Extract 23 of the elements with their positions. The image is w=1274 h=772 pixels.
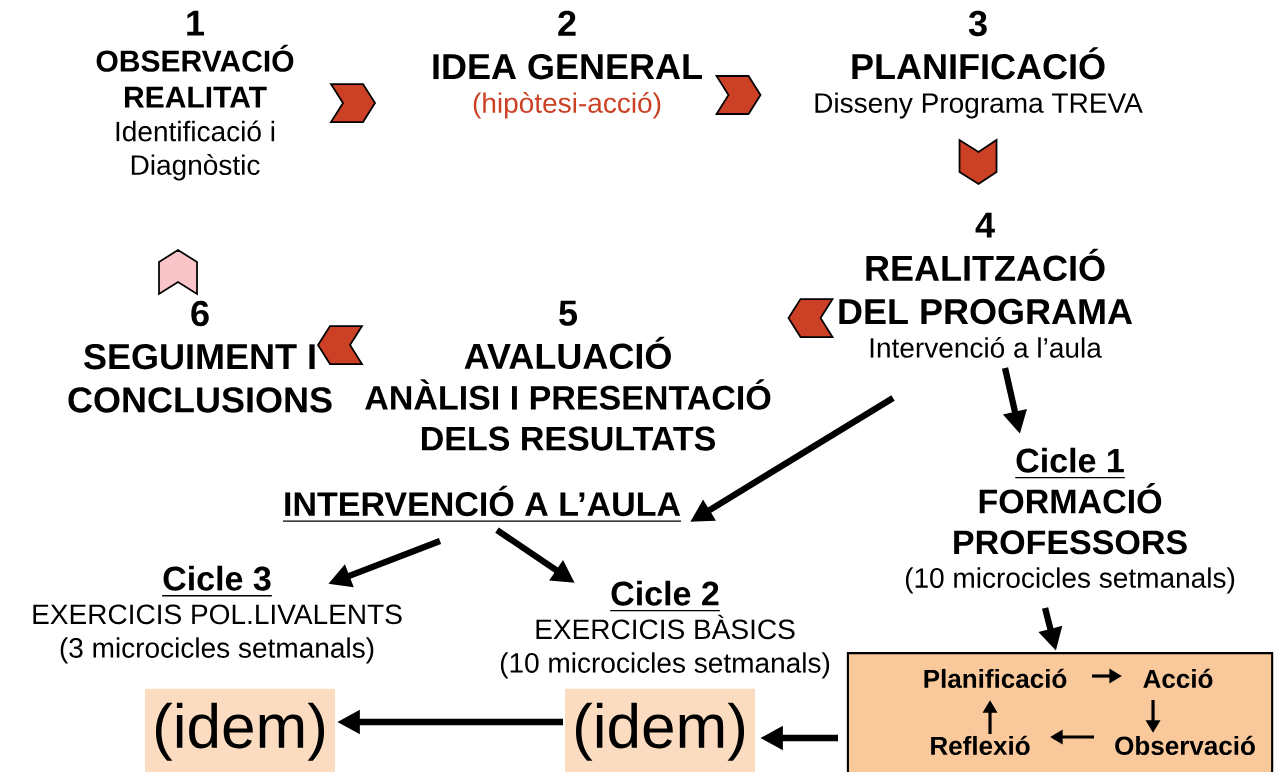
cycle-step-label: Planificació (924, 668, 1067, 689)
chevron-arrow (787, 298, 835, 338)
chevron-arrow (714, 75, 762, 115)
chevron-arrow (329, 83, 377, 123)
chevron-arrow (158, 248, 198, 296)
stage-label: 2 IDEA GENERAL (hipòtesi-acció) (433, 10, 702, 119)
heading-label: INTERVENCIÓ A L’AULA (282, 485, 682, 522)
cycle-box (846, 652, 1274, 772)
cycle-label: Cicle 3 EXERCICIS POL.LIVALENTS (3 microcicles setmanals) (33, 565, 402, 664)
cycle-step-label: Reflexió (931, 735, 1030, 756)
cycle-step-label: Acció (1143, 668, 1213, 689)
stage-label: 1 OBSERVACIÓ REALITAT Identificació i Diagnòstic (96, 10, 294, 181)
stage-label: 5 AVALUACIÓ ANÀLISI I PRESENTACIÓ DELS RESULTATS (365, 300, 771, 451)
stage-label: 6 SEGUIMENT I CONCLUSIONS (68, 300, 332, 413)
idem-box: (idem) (144, 688, 336, 772)
stage-label: 3 PLANIFICACIÓ Disseny Programa TREVA (815, 10, 1143, 119)
stage-label: 4 REALITZACIÓ DEL PROGRAMA Intervenció a l’aula (839, 212, 1133, 358)
idem-box: (idem) (564, 688, 756, 772)
cycle-step-label: Observació (1115, 735, 1255, 756)
cycle-label: Cicle 2 EXERCICIS BÀSICS (10 microcicles setmanals) (500, 580, 830, 679)
chevron-arrow (958, 138, 998, 186)
cycle-label: Cicle 1 FORMACIÓ PROFESSORS (10 microcicles setmanals) (905, 447, 1235, 594)
chevron-arrow (316, 325, 364, 365)
